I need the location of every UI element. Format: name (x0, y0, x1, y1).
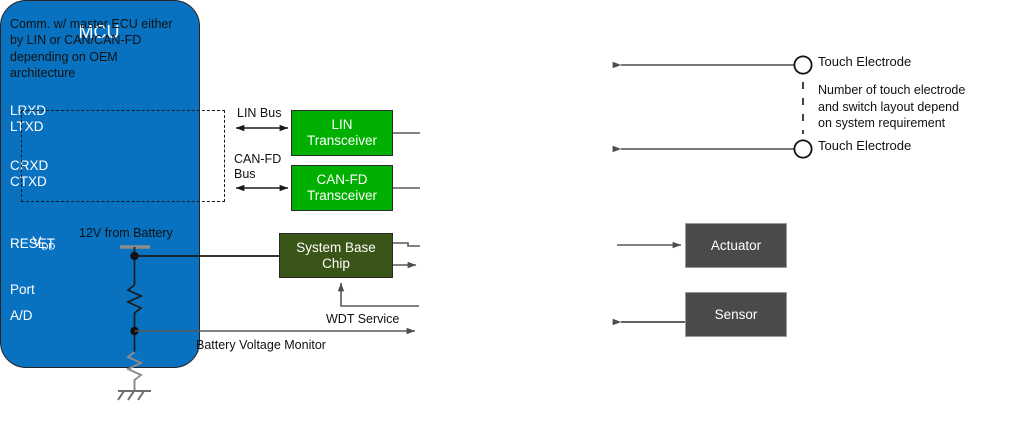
mcu-pin-port: Port (10, 282, 35, 297)
lin-transceiver-block[interactable]: LIN Transceiver (291, 110, 393, 156)
mcu-title: MCU (78, 22, 120, 42)
mcu-block[interactable]: MCU Touch Input Touch Input PWM Timer A/… (0, 0, 1003, 368)
ground-icon (117, 390, 151, 401)
touch-electrode-note-text: Number of touch electrode and switch lay… (818, 83, 966, 130)
mcu-pin-ad-left: A/D (10, 308, 33, 323)
sensor-label: Sensor (714, 306, 758, 322)
mcu-pin-ctxd: CTXD (10, 174, 47, 189)
label-touch-electrode-1: Touch Electrode (818, 54, 912, 69)
mcu-pin-vdd-subscript: DD (41, 241, 56, 253)
canfd-transceiver-line2: Transceiver (306, 188, 378, 203)
label-canfd-bus: CAN-FD Bus (234, 152, 282, 181)
canfd-transceiver-block[interactable]: CAN-FD Transceiver (291, 165, 393, 211)
lin-transceiver-line1: LIN (331, 117, 353, 133)
label-battery-voltage-monitor: Battery Voltage Monitor (196, 338, 326, 352)
sensor-block[interactable]: Sensor (685, 292, 787, 337)
ecu-comment-box (21, 110, 225, 202)
label-wdt-service: WDT Service (326, 312, 400, 326)
mcu-pin-crxd: CRXD (10, 158, 49, 173)
wire-mcu-port-to-sbc-wdt (337, 282, 419, 307)
label-battery-source: 12V from Battery (79, 226, 173, 240)
system-base-chip-line1: System Base (296, 239, 376, 255)
lin-transceiver-line2: Transceiver (306, 133, 378, 148)
electrode-circle-2[interactable] (793, 139, 813, 159)
label-lin-bus: LIN Bus (237, 106, 282, 120)
electrode-circle-1[interactable] (793, 55, 813, 75)
label-touch-electrode-2: Touch Electrode (818, 138, 912, 153)
wire-sbc-to-mcu-vdd (393, 242, 420, 247)
mcu-pin-vdd: VDD (10, 219, 56, 268)
mcu-pin-pwm-timer: PWM Timer (932, 221, 1004, 236)
mcu-pin-vdd-prefix: V (32, 234, 42, 249)
system-base-chip-block[interactable]: System Base Chip (279, 233, 393, 278)
actuator-block[interactable]: Actuator (685, 223, 787, 268)
mcu-pin-touch-input-1: Touch Input (933, 41, 1003, 56)
actuator-label: Actuator (710, 237, 762, 253)
mcu-pin-ltxd: LTXD (10, 119, 44, 134)
ecu-comment-text: Comm. w/ master ECU either by LIN or CAN… (10, 17, 173, 80)
mcu-pin-reset: RESET (10, 236, 56, 251)
mcu-pin-touch-input-2: Touch Input (933, 125, 1003, 140)
canfd-transceiver-line1: CAN-FD (316, 172, 368, 188)
mcu-pin-ad-right: A/D (980, 298, 1003, 313)
system-base-chip-line2: Chip (322, 255, 350, 271)
